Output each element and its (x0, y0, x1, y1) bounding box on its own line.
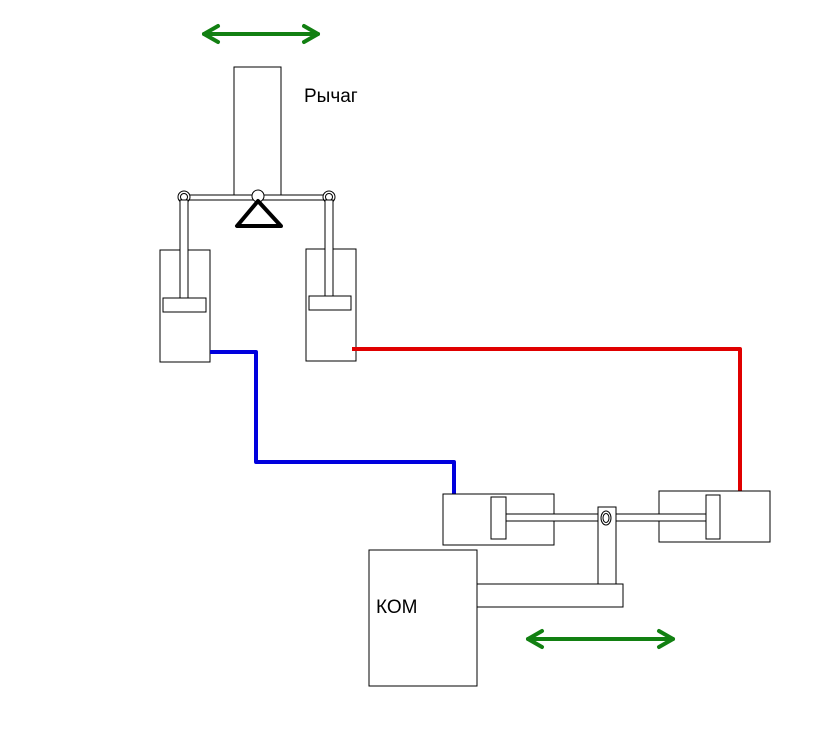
bottom-motion-arrow-icon (526, 629, 675, 649)
left-slave-piston (490, 496, 507, 540)
lever-label: Рычаг (304, 86, 358, 107)
red-hydraulic-line (352, 347, 742, 492)
pto-label: КОМ (376, 597, 418, 618)
pto-shift-bar (475, 583, 624, 608)
linkage-joint-inner (602, 513, 610, 523)
top-motion-arrow-icon (202, 24, 320, 44)
blue-hydraulic-line (210, 350, 456, 497)
right-master-rod (324, 199, 334, 297)
right-master-piston (308, 295, 352, 311)
lever-handle (233, 66, 282, 196)
right-slave-piston (705, 494, 721, 540)
left-master-piston (162, 297, 207, 313)
pto-box (368, 549, 478, 687)
pivot-triangle-icon (235, 199, 283, 228)
left-master-rod (179, 199, 189, 299)
